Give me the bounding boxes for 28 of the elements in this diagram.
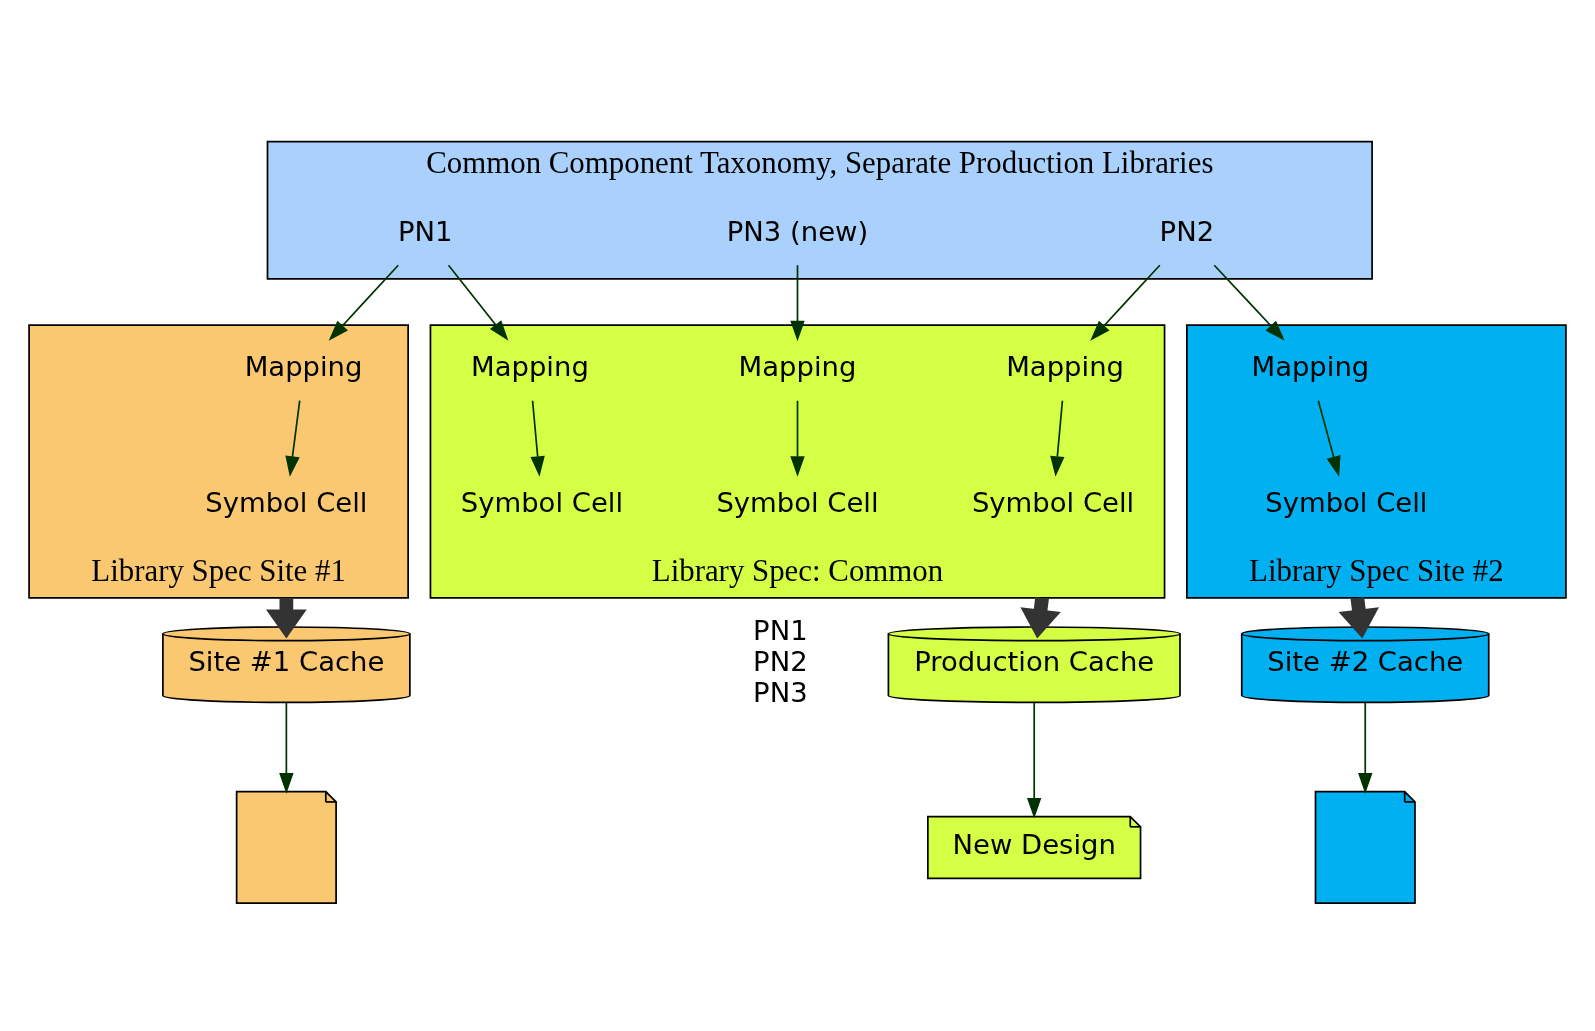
arrow	[285, 399, 301, 477]
node-text: Symbol Cell	[971, 486, 1135, 518]
label: PN3	[753, 677, 808, 709]
node-text: PN1	[398, 215, 453, 247]
arrow	[279, 701, 294, 794]
node-text: Mapping	[1006, 351, 1124, 383]
arrow	[790, 399, 805, 477]
node-text: PN2	[1159, 215, 1215, 247]
node-text: Symbol Cell	[460, 486, 624, 518]
node-text: Symbol Cell	[205, 486, 368, 518]
node-text: Mapping	[738, 351, 857, 383]
arrow	[1027, 701, 1042, 819]
arrow	[1020, 597, 1061, 639]
node-text: Mapping	[244, 351, 363, 383]
arrow	[266, 597, 307, 639]
arrow	[1358, 701, 1373, 794]
arrow	[1317, 399, 1341, 477]
node-text: Mapping	[1251, 351, 1370, 383]
label: PN1	[753, 615, 808, 647]
label: PN2	[753, 646, 808, 678]
node-text: Symbol Cell	[1265, 486, 1428, 518]
arrow	[1050, 399, 1065, 477]
node-text: PN3 (new)	[726, 215, 869, 247]
arrow	[530, 399, 545, 477]
arrow	[1338, 597, 1379, 639]
node-text: Mapping	[471, 351, 589, 383]
arrow	[790, 264, 805, 342]
node-text: Symbol Cell	[716, 486, 879, 518]
